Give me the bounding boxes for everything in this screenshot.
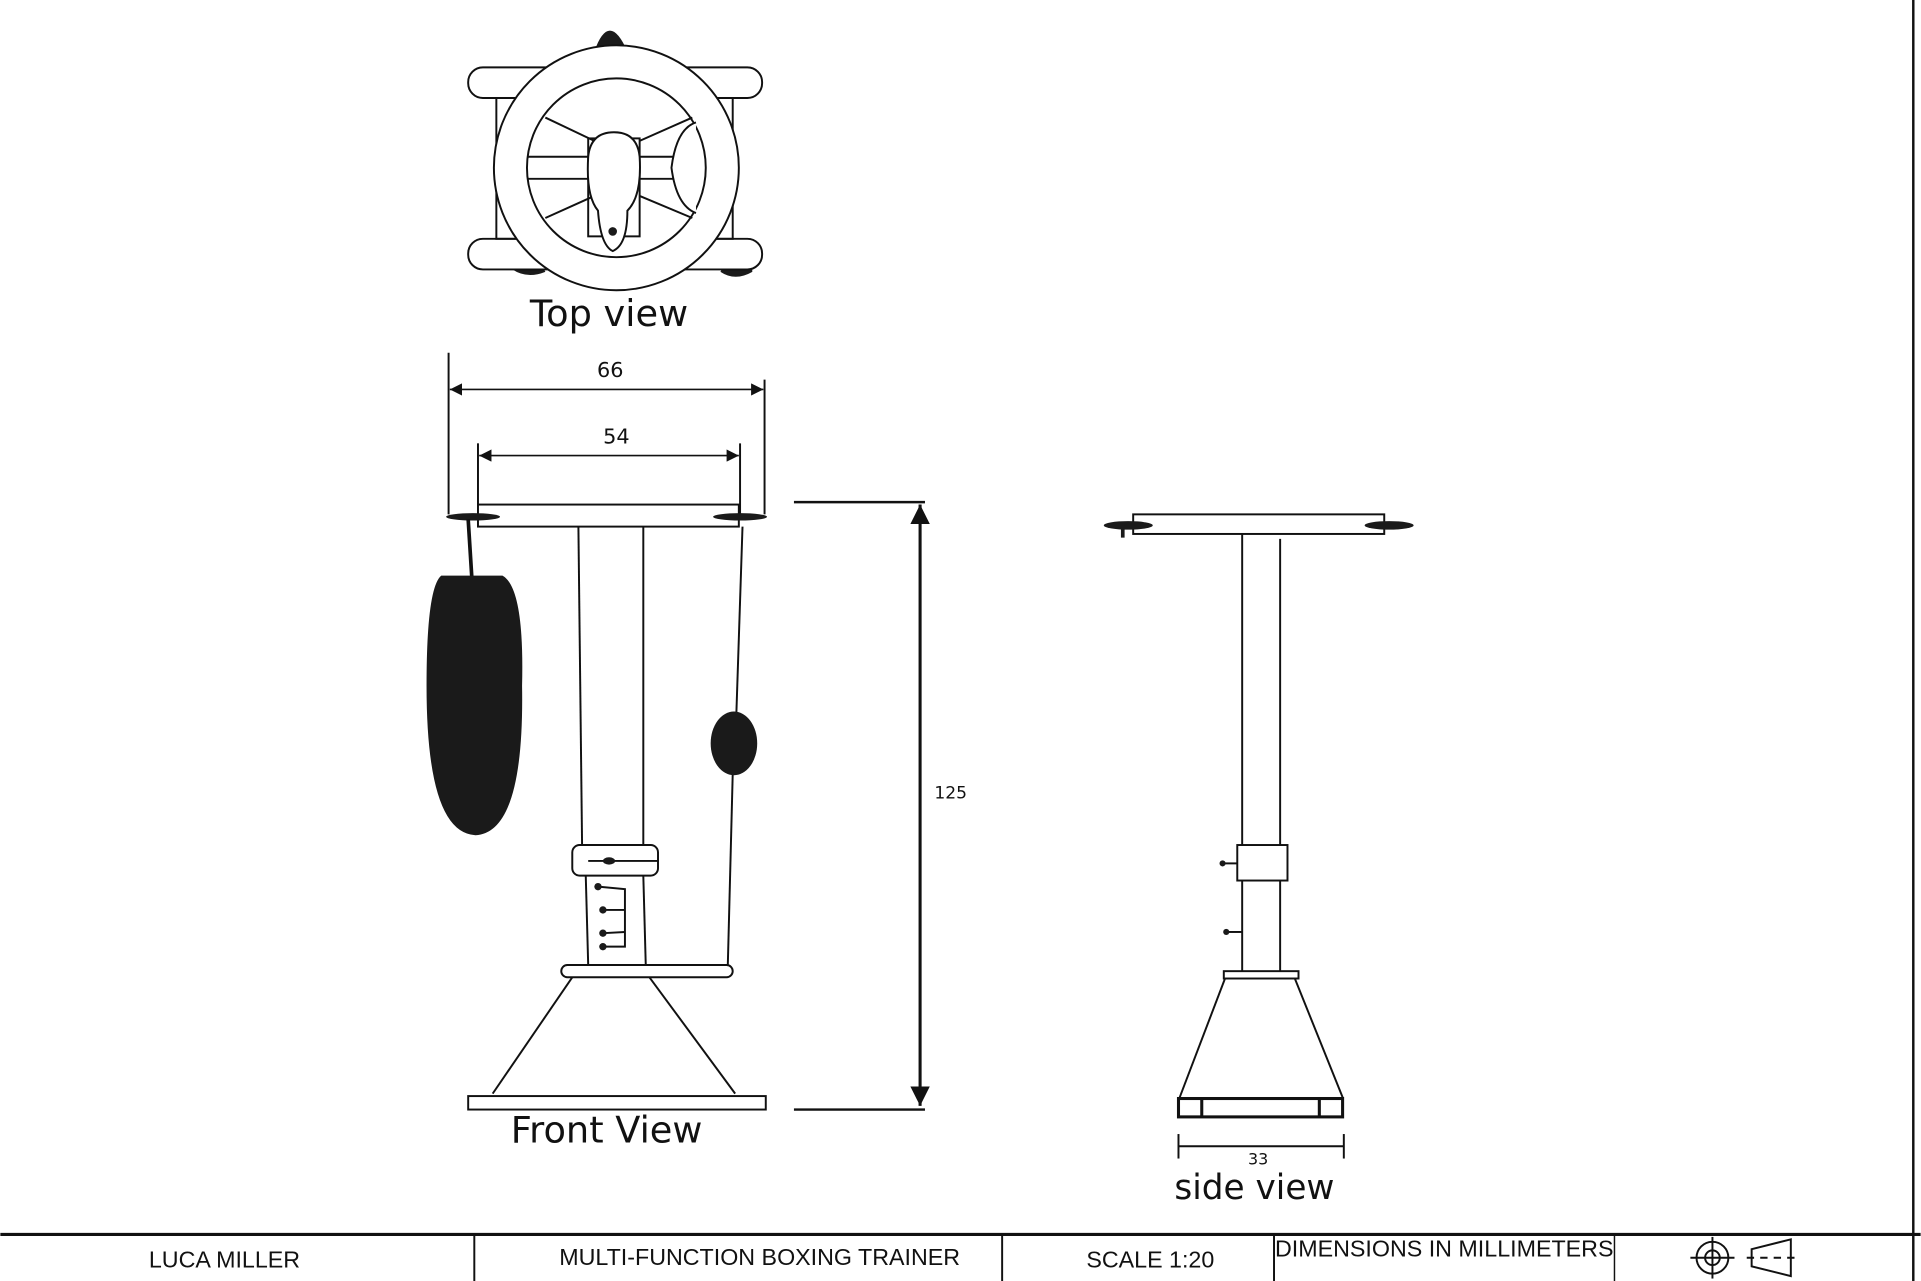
drawing-title: MULTI-FUNCTION BOXING TRAINER xyxy=(559,1244,960,1270)
dimension-overall-width: 66 xyxy=(597,358,623,382)
drawing-scale: SCALE 1:20 xyxy=(1086,1247,1214,1273)
front-view-label: Front View xyxy=(511,1109,703,1152)
width-dimensions xyxy=(447,352,766,515)
front-view xyxy=(426,503,768,1111)
heavy-bag xyxy=(426,575,523,836)
speed-ball xyxy=(710,711,758,776)
dimension-units: DIMENSIONS IN MILLIMETERS xyxy=(1275,1236,1613,1262)
height-dimension xyxy=(793,500,930,1111)
dimension-base-depth: 33 xyxy=(1248,1150,1268,1169)
dimension-height: 125 xyxy=(934,783,967,803)
top-view-label: Top view xyxy=(529,292,688,335)
dimension-inner-width: 54 xyxy=(603,424,629,448)
side-view xyxy=(1103,513,1414,1159)
top-view xyxy=(467,30,764,292)
side-view-label: side view xyxy=(1174,1168,1334,1208)
author-name: LUCA MILLER xyxy=(149,1247,300,1273)
third-angle-projection-icon xyxy=(1690,1236,1799,1279)
title-block xyxy=(0,1232,1921,1281)
